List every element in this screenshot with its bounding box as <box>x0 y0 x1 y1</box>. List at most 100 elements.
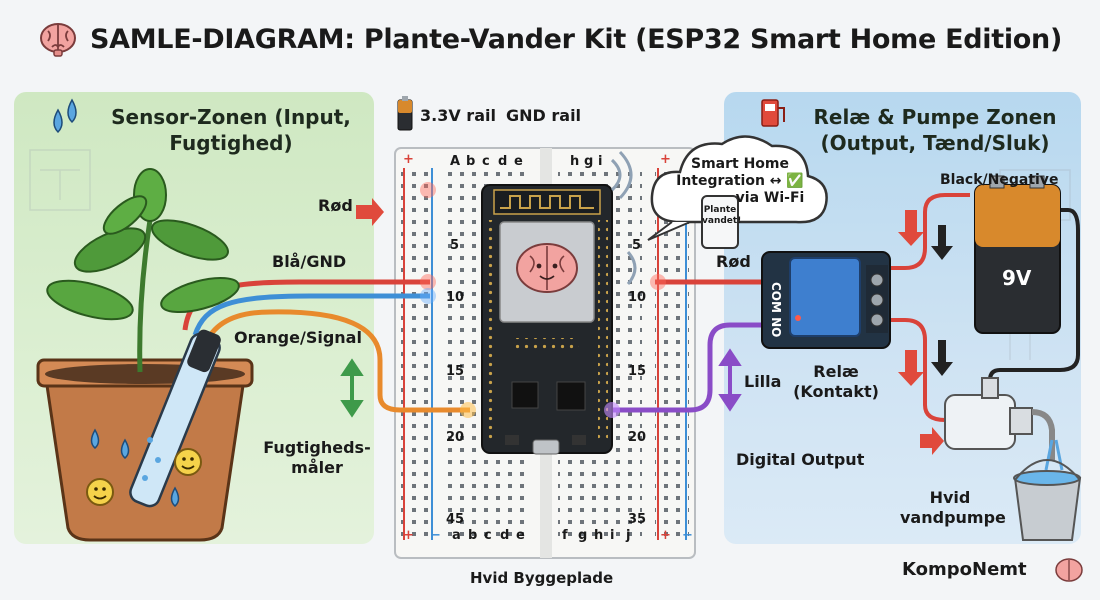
breadboard-col-f-bottom: f <box>562 528 568 543</box>
cloud-line3: via Wi-Fi <box>735 190 805 206</box>
moisture-sensor-line2: måler <box>291 458 343 477</box>
breadboard-row-45-left: 45 <box>446 512 465 527</box>
breadboard-rail-plus-top-left: + <box>403 152 414 167</box>
breadboard-col-c: c <box>482 154 490 169</box>
cloud-text: Smart Home Integration ↔ ✅ via Wi-Fi <box>660 156 820 207</box>
water-pump <box>944 377 1064 471</box>
breadboard-col-h-bottom: h <box>594 528 604 543</box>
label-gnd-rail: GND rail <box>506 106 582 125</box>
battery-9v <box>974 175 1061 334</box>
cloud-line2: Integration ↔ ✅ <box>676 173 804 189</box>
label-relay: Relæ (Kontakt) <box>786 362 886 402</box>
label-orange-signal-wire: Orange/Signal <box>234 328 362 347</box>
wire-pump-feed <box>890 318 960 422</box>
fuel-pump-icon <box>761 99 785 127</box>
water-drops-icon <box>53 98 77 134</box>
connection-glows <box>420 182 666 418</box>
breadboard-row-10-left: 10 <box>446 290 465 305</box>
breadboard-col-b: b <box>466 154 476 169</box>
label-digital-output: Digital Output <box>736 450 865 469</box>
lilla-double-arrow-icon <box>718 348 742 412</box>
relay-label-line1: Relæ <box>813 362 859 381</box>
smiley-face-icons <box>86 448 202 506</box>
cloud-line1: Smart Home <box>690 156 789 172</box>
wire-purple-relay <box>612 322 770 413</box>
breadboard-row-20-left: 20 <box>446 430 465 445</box>
breadboard-col-c-bottom: c <box>484 528 492 543</box>
breadboard-col-i-top: i <box>598 154 603 169</box>
phone-line1: Plante <box>703 205 737 215</box>
phone-notification: Plante vandet! <box>702 205 742 227</box>
wire-battery-black <box>988 208 1080 395</box>
wire-battery-neg <box>890 193 970 270</box>
label-water-pump: Hvid vandpumpe <box>900 488 1006 528</box>
breadboard-row-5-left: 5 <box>450 238 460 253</box>
label-red-relay-wire: Rød <box>716 252 751 271</box>
breadboard-rail-minus-bottom-left: − <box>430 528 441 543</box>
label-moisture-sensor: Fugtigheds- måler <box>252 438 382 478</box>
breadboard-col-i-bottom: i <box>610 528 615 543</box>
breadboard-rail-plus-top-right: + <box>660 152 671 167</box>
label-red-wire: Rød <box>318 196 353 215</box>
sensor-zone-title-line1: Sensor-Zonen (Input, <box>111 105 351 129</box>
wire-blue-sensor <box>192 293 430 336</box>
label-33v-rail: 3.3V rail <box>420 106 496 125</box>
smartphone-icon <box>701 195 739 249</box>
breadboard-col-d-bottom: d <box>500 528 510 543</box>
breadboard-row-35-right: 35 <box>628 512 647 527</box>
breadboard-col-a-bottom: a <box>452 528 461 543</box>
relay-zone-title-line2: (Output, Tænd/Sluk) <box>820 131 1050 155</box>
pump-label-line1: Hvid <box>929 488 971 507</box>
footer-brain-icon <box>1055 558 1083 582</box>
sensor-zone-title: Sensor-Zonen (Input, Fugtighed) <box>86 104 376 156</box>
water-droplet-icons <box>90 428 180 507</box>
signal-double-arrow-icon <box>340 358 364 418</box>
page-title: SAMLE-DIAGRAM: Plante-Vander Kit (ESP32 … <box>90 23 1062 55</box>
relay-zone-title-line1: Relæ & Pumpe Zonen <box>813 105 1057 129</box>
breadboard-rail-plus-bottom-left: + <box>403 528 414 543</box>
breadboard-col-j-bottom: j <box>626 528 631 543</box>
phone-line2: vandet! <box>702 216 742 226</box>
relay-zone-title: Relæ & Pumpe Zonen (Output, Tænd/Sluk) <box>790 104 1080 156</box>
breadboard-col-b-bottom: b <box>468 528 478 543</box>
breadboard-col-e-bottom: e <box>516 528 525 543</box>
breadboard-col-g-bottom: g <box>578 528 588 543</box>
brain-icon <box>40 23 76 57</box>
cloud-icon <box>647 135 828 241</box>
breadboard-col-a: A <box>450 154 461 169</box>
label-lilla-wire: Lilla <box>744 372 782 391</box>
breadboard-rail-minus-bottom-right: − <box>682 528 693 543</box>
breadboard-row-5-right: 5 <box>632 238 642 253</box>
moisture-sensor-line1: Fugtigheds- <box>263 438 371 457</box>
breadboard-col-e: e <box>514 154 523 169</box>
breadboard-col-g-top: g <box>584 154 594 169</box>
header: SAMLE-DIAGRAM: Plante-Vander Kit (ESP32 … <box>0 0 1100 78</box>
water-bucket <box>1013 459 1082 541</box>
esp32-board <box>481 184 613 455</box>
breadboard-col-h-top: h <box>570 154 580 169</box>
plant-icon <box>46 168 240 373</box>
battery-icon <box>397 96 413 131</box>
breadboard-row-15-right: 15 <box>628 364 647 379</box>
moisture-sensor <box>129 329 221 508</box>
breadboard-col-d: d <box>498 154 508 169</box>
label-blue-gnd-wire: Blå/GND <box>272 252 347 271</box>
breadboard-rail-plus-bottom-right: + <box>660 528 671 543</box>
sensor-zone-title-line2: Fugtighed) <box>169 131 293 155</box>
breadboard-label: Hvid Byggeplade <box>470 569 614 587</box>
footer-brand: KompoNemt <box>902 559 1027 580</box>
label-black-negative: Black/Negative <box>940 172 1059 188</box>
breadboard-row-10-right: 10 <box>628 290 647 305</box>
relay-module <box>761 251 891 349</box>
breadboard-row-15-left: 15 <box>446 364 465 379</box>
battery-9v-label: 9V <box>1002 266 1032 290</box>
breadboard-row-20-right: 20 <box>628 430 647 445</box>
wifi-signal-icon <box>610 150 637 285</box>
pump-label-line2: vandpumpe <box>900 508 1006 527</box>
relay-ports-label: COM NO <box>769 282 783 338</box>
chip-brain-icon <box>516 243 578 293</box>
relay-label-line2: (Kontakt) <box>793 382 879 401</box>
plant-pot <box>36 358 254 542</box>
